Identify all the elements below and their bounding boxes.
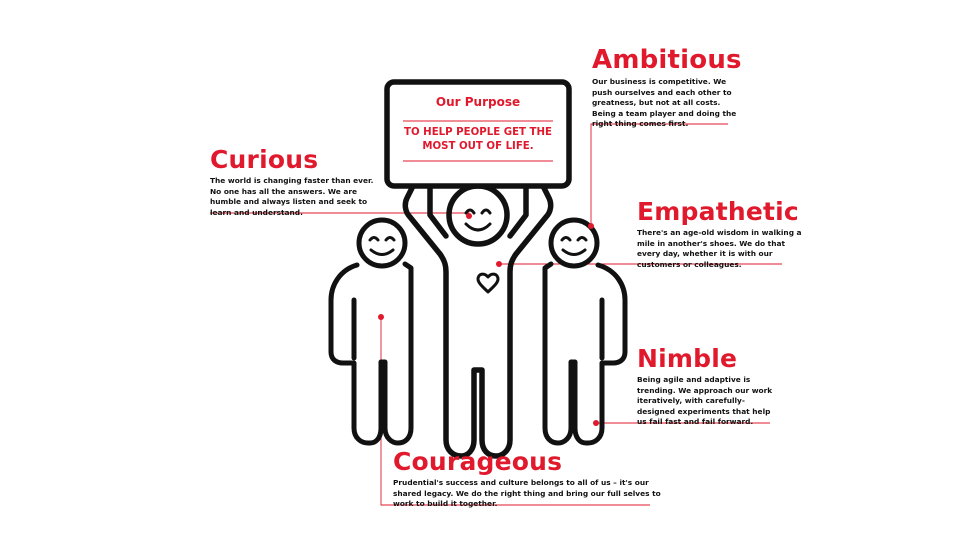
value-nimble: Nimble Being agile and adaptive is trend… (637, 344, 777, 428)
dot-nimble (593, 420, 599, 426)
dot-curious (466, 213, 472, 219)
center-person-head (446, 183, 510, 247)
connector-dots (378, 213, 599, 426)
left-person-head (356, 217, 408, 269)
left-person (328, 217, 414, 446)
value-title: Nimble (637, 344, 738, 373)
center-person (402, 183, 554, 459)
value-description: Being agile and adaptive is trending. We… (637, 375, 773, 427)
left-person-body (328, 261, 414, 446)
value-description: Prudential's success and culture belongs… (393, 478, 661, 509)
purpose-title: Our Purpose (435, 95, 521, 109)
dot-ambitious (588, 223, 594, 229)
dot-courageous (378, 314, 384, 320)
value-description: There's an age-old wisdom in walking a m… (637, 228, 802, 269)
value-empathetic: Empathetic There's an age-old wisdom in … (637, 197, 807, 270)
value-title: Curious (210, 145, 319, 174)
value-title: Ambitious (592, 45, 742, 75)
right-person (542, 217, 628, 446)
purpose-statement: TO HELP PEOPLE GET THE MOST OUT OF LIFE. (404, 127, 552, 152)
smile-face-icon (368, 208, 588, 256)
value-title: Empathetic (637, 197, 799, 226)
right-person-head (548, 217, 600, 269)
purpose-sign (384, 79, 572, 189)
value-curious: Curious The world is changing faster tha… (210, 145, 385, 218)
center-person-left-arm (427, 183, 449, 239)
heart-icon (476, 272, 500, 294)
value-description: Our business is competitive. We push our… (592, 77, 737, 129)
center-person-body (402, 183, 554, 459)
center-person-right-arm (507, 183, 529, 239)
value-title: Courageous (393, 447, 563, 476)
value-courageous: Courageous Prudential's success and cult… (393, 447, 663, 510)
value-ambitious: Ambitious Our business is competitive. W… (592, 45, 742, 130)
connector-ambitious (590, 123, 728, 224)
dot-empathetic (496, 261, 502, 267)
right-person-body (542, 261, 628, 446)
value-description: The world is changing faster than ever. … (210, 176, 374, 217)
